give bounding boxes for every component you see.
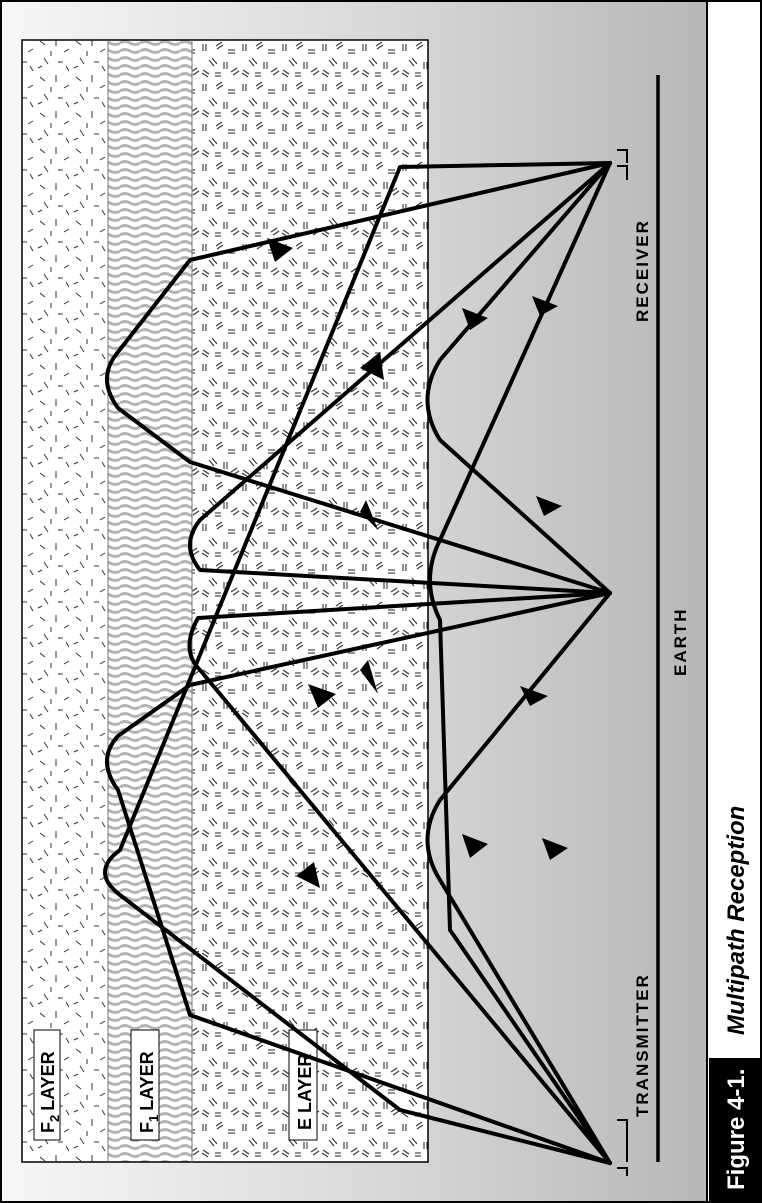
arrow-10 [520, 686, 548, 706]
svg-text:F1LAYER: F1LAYER [137, 1051, 161, 1133]
f1-layer-label: F1LAYER [130, 1029, 161, 1141]
ray-low-hop-b [425, 161, 612, 595]
ray-f2-hop [103, 161, 612, 1165]
ray-f1-hop-a [105, 591, 612, 1165]
arrow-12 [542, 838, 568, 860]
arrow-7 [462, 308, 488, 330]
figure-number: Figure 4-1. [723, 1069, 750, 1190]
arrow-2 [267, 238, 293, 262]
svg-text:F2LAYER: F2LAYER [38, 1051, 62, 1133]
ray-low-hop-a [425, 591, 612, 1165]
e-layer-label: E LAYER [288, 1029, 318, 1141]
e-layer-pattern [192, 40, 428, 1162]
arrow-3 [308, 684, 336, 708]
transmitter-label: TRANSMITTER [633, 973, 652, 1117]
ray-e-hop-a [187, 591, 612, 1165]
figure-number-box [709, 1058, 761, 1202]
svg-text:E LAYER: E LAYER [295, 1054, 315, 1130]
ray-arrowheads [267, 238, 568, 888]
earth-label: EARTH [671, 607, 690, 676]
ray-e-hop-b [188, 161, 612, 595]
f2-layer-label: F2LAYER [33, 1029, 62, 1141]
f1-layer-waves [108, 40, 192, 1162]
ray-skip-long [428, 161, 612, 1165]
f2-layer-pattern [22, 40, 108, 1162]
arrow-4 [360, 660, 378, 694]
transmitter-antenna [617, 1119, 628, 1176]
receiver-antenna [617, 149, 628, 180]
receiver-label: RECEIVER [633, 219, 652, 322]
ray-paths [103, 161, 612, 1165]
arrow-1 [296, 862, 320, 888]
arrow-8 [532, 296, 558, 316]
arrow-11 [462, 834, 488, 858]
ray-f1-hop-b [105, 161, 612, 595]
arrow-9 [536, 496, 562, 516]
figure-title: Multipath Reception [723, 806, 750, 1035]
ionosphere-border [21, 39, 429, 1163]
arrow-5 [360, 500, 378, 530]
arrow-6 [360, 352, 384, 380]
